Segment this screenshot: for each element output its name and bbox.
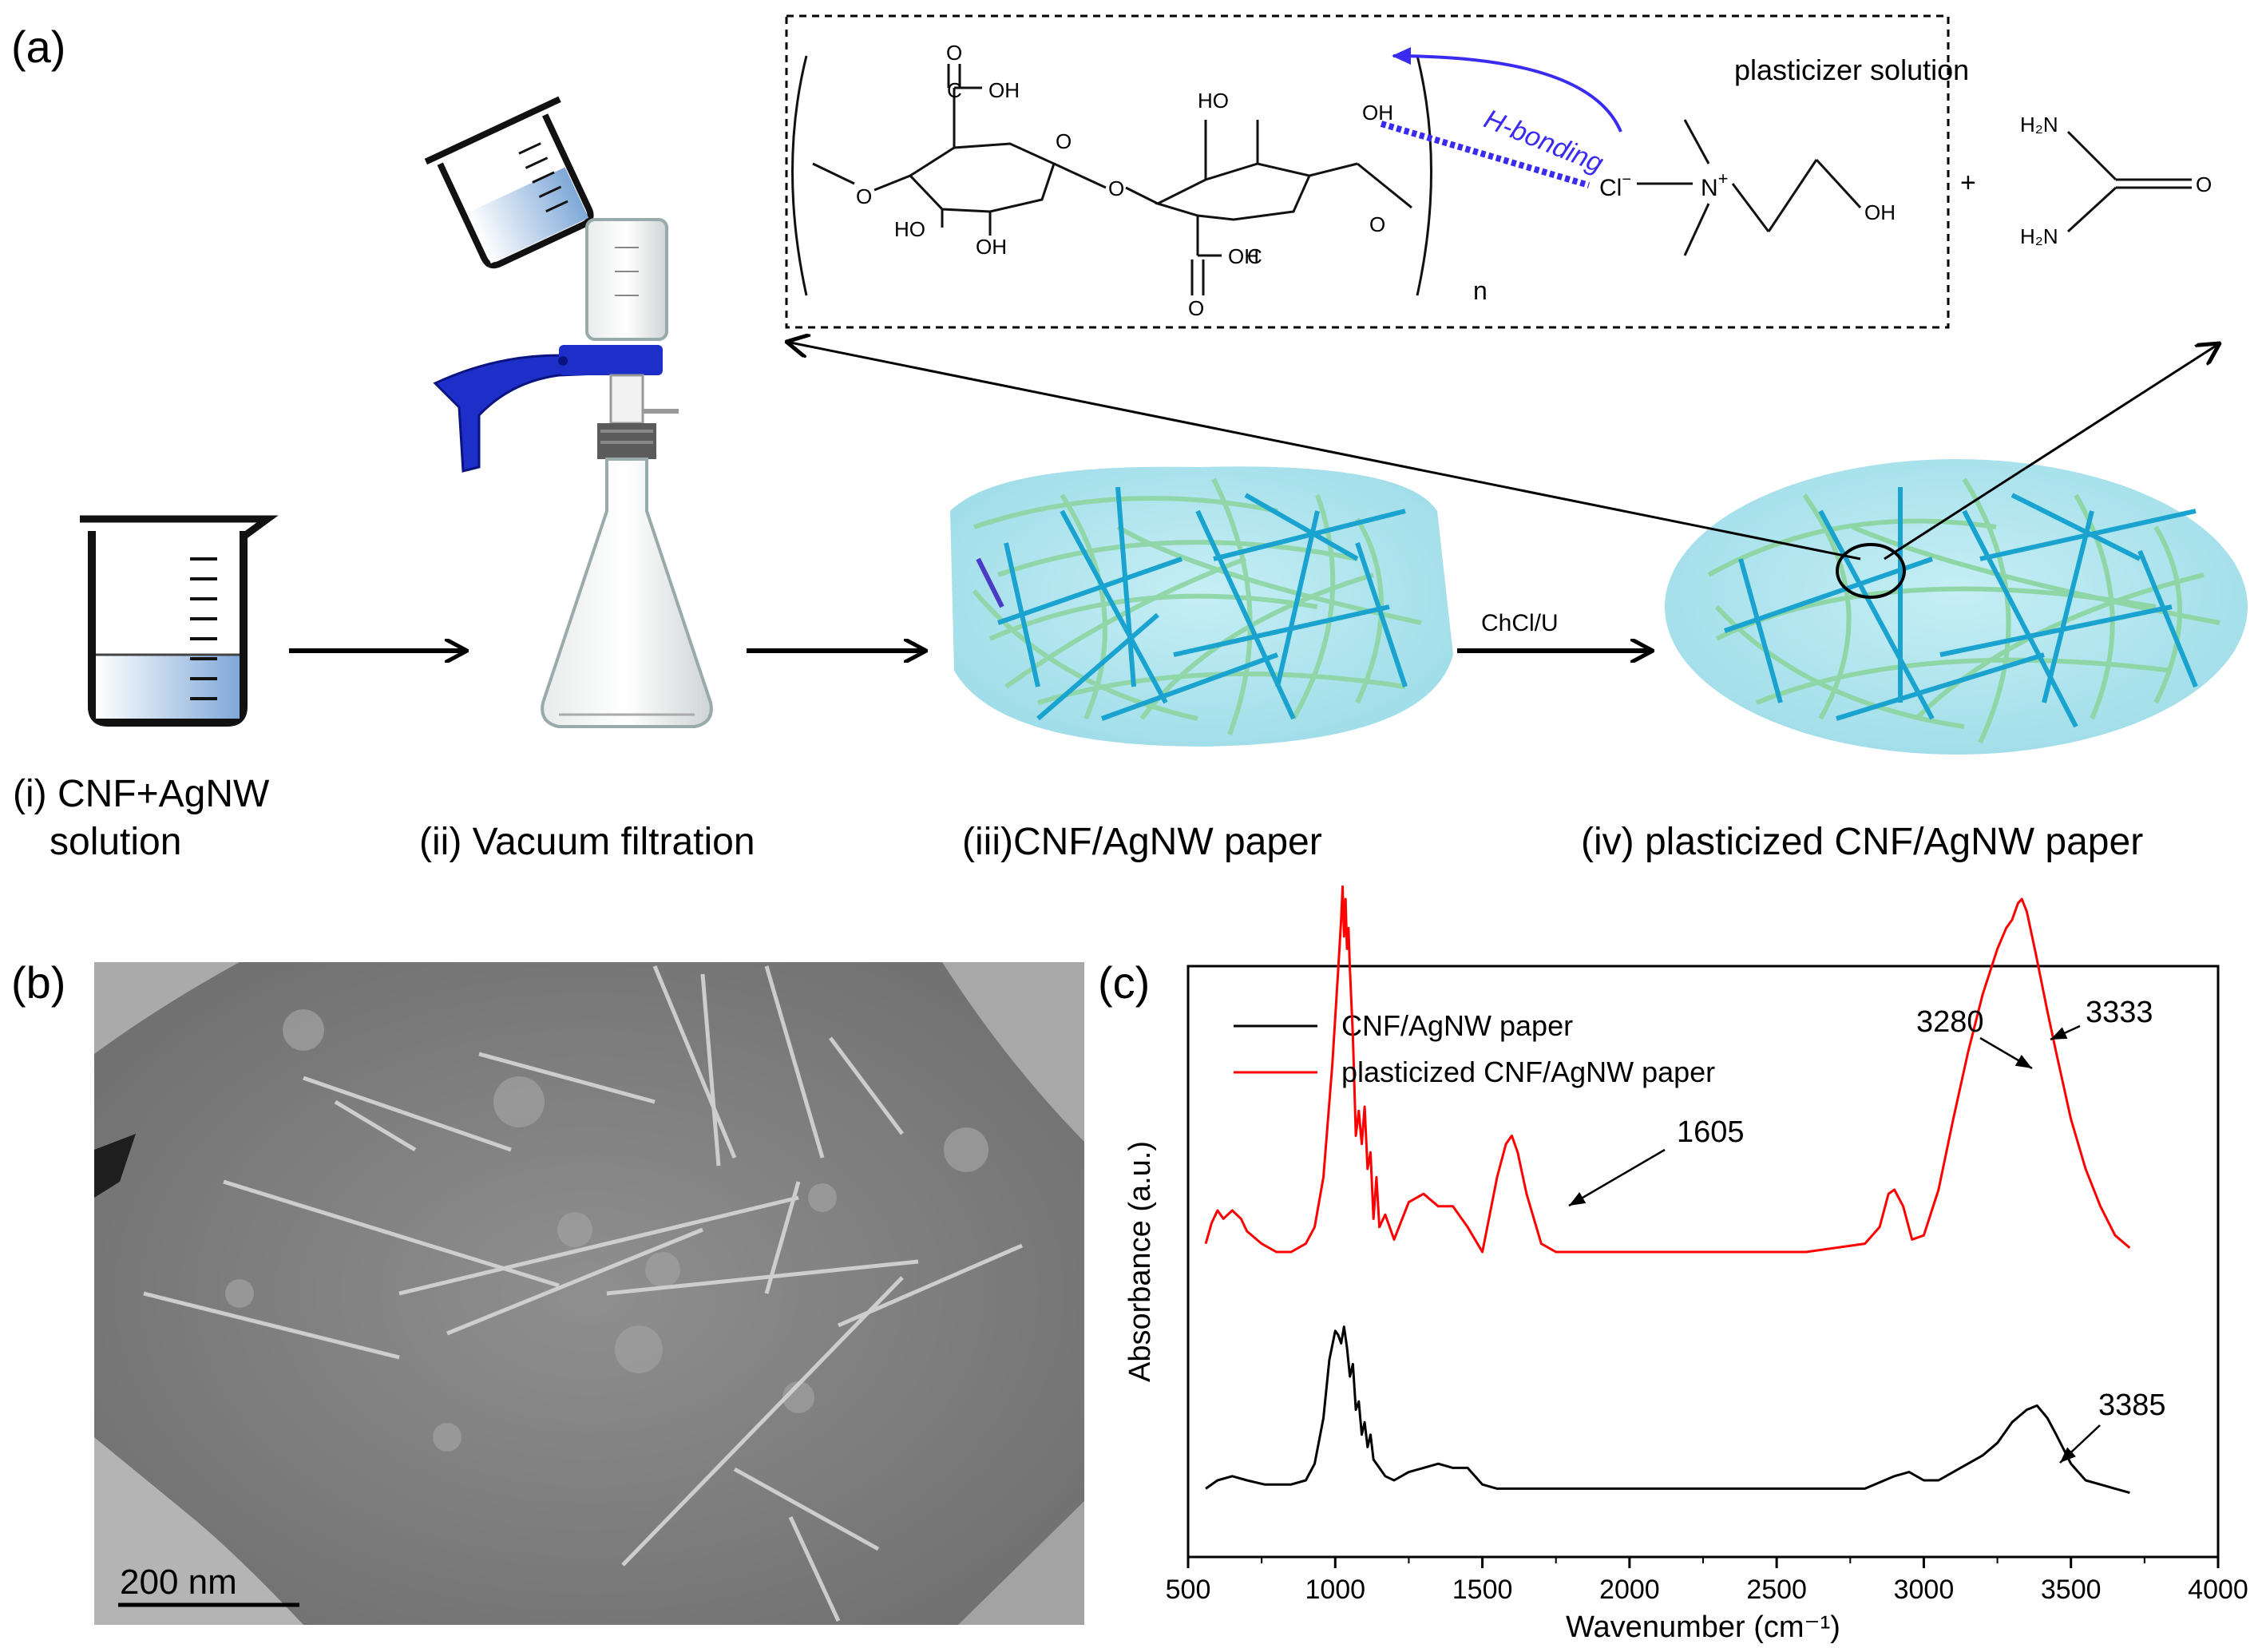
atom-oh4: OH [1228, 244, 1259, 268]
panel-b-letter: (b) [11, 957, 65, 1008]
x-tick-label: 3500 [2041, 1575, 2102, 1605]
arrow-1605 [1568, 1148, 1666, 1207]
step-ii-label: (ii) Vacuum filtration [419, 821, 755, 863]
series-line-1 [1204, 885, 2131, 1254]
urea-bonds [2066, 130, 2192, 233]
x-tick-label: 500 [1166, 1575, 1211, 1605]
arrow-3385 [2059, 1424, 2101, 1464]
label-1605: 1605 [1677, 1115, 1745, 1149]
x-tick-label: 3000 [1894, 1575, 1955, 1605]
atom-cl: Cl− [1599, 171, 1631, 201]
zoom-circle [1836, 543, 1906, 599]
x-tick-label: 4000 [2188, 1575, 2248, 1605]
plot-frame [1186, 965, 2220, 1559]
zoom-line-left [786, 342, 1861, 561]
atom-oh2: OH [976, 235, 1007, 259]
arrow-3333 [2050, 1024, 2081, 1041]
panel-c-letter: (c) [1098, 957, 1150, 1008]
tem-image [94, 962, 1084, 1625]
step-iv-label: (iv) plasticized CNF/AgNW paper [1581, 821, 2143, 863]
atom-c2: C [1247, 244, 1262, 268]
x-tick-label: 2500 [1746, 1575, 1807, 1605]
label-3385: 3385 [2098, 1389, 2166, 1422]
atom-n-plus: N+ [1701, 168, 1729, 201]
h-bonding-label: H-bonding [1480, 104, 1607, 179]
scale-bar-label: 200 nm [120, 1563, 237, 1602]
atom-urea-o: O [2196, 172, 2212, 196]
atom-bridge-o: O [1108, 176, 1124, 200]
x-tick-label: 1500 [1452, 1575, 1513, 1605]
label-3333: 3333 [2086, 996, 2153, 1029]
cnf-agnw-paper-icon [950, 466, 1453, 747]
atom-oh-choline: OH [1864, 200, 1896, 224]
repeat-index: n [1473, 276, 1488, 305]
panel-a-letter: (a) [11, 22, 65, 72]
x-tick-label: 2000 [1599, 1575, 1660, 1605]
y-axis-label: Absorbance (a.u.) [1123, 1141, 1157, 1382]
series-line-0 [1205, 1325, 2130, 1495]
zoom-line-right [1884, 343, 2220, 561]
beaker-icon [80, 515, 279, 727]
cellulose-structure [791, 55, 1432, 296]
atom-ring-o2: O [1369, 212, 1385, 236]
atom-h2n-top: H₂N [2020, 113, 2058, 137]
plasticizer-inset-box [785, 14, 1950, 329]
atom-ring-o1: O [1056, 129, 1072, 153]
atom-ho1: HO [894, 217, 925, 241]
atom-o2: O [1188, 296, 1204, 320]
atom-ho2: HO [1198, 89, 1229, 113]
legend-label-1: plasticized CNF/AgNW paper [1341, 1056, 1715, 1088]
atom-o1: O [946, 41, 962, 65]
atom-c1: C [947, 78, 962, 102]
step-i-line1: (i) CNF+AgNW [13, 773, 270, 815]
x-axis-label: Wavenumber (cm⁻¹) [1566, 1610, 1840, 1644]
chcl-u-label: ChCl/U [1481, 610, 1559, 636]
plus-sign: + [1960, 168, 1976, 198]
x-tick-label: 1000 [1305, 1575, 1365, 1605]
atom-oh3: OH [1362, 101, 1393, 125]
label-3280: 3280 [1916, 1005, 1984, 1039]
vacuum-filtration-icon [424, 96, 713, 728]
h-bond-dashes [1380, 121, 1591, 188]
step-iii-label: (iii)CNF/AgNW paper [962, 821, 1322, 863]
atom-h2n-bottom: H₂N [2020, 224, 2058, 248]
plasticized-paper-icon [1665, 459, 2248, 755]
step-i-line2: solution [50, 821, 181, 863]
legend-label-0: CNF/AgNW paper [1341, 1009, 1573, 1042]
ftir-chart: 500 1000 1500 2000 2500 3000 3500 4000Wavenumbe… [1123, 885, 2248, 1644]
atom-bridge-o-left: O [856, 184, 872, 208]
choline-bonds [1683, 119, 1862, 256]
h-bond-arrow [1392, 47, 1622, 133]
atom-oh1: OH [988, 78, 1020, 102]
plasticizer-solution-title: plasticizer solution [1734, 53, 1969, 86]
arrow-3280 [1979, 1036, 2033, 1070]
